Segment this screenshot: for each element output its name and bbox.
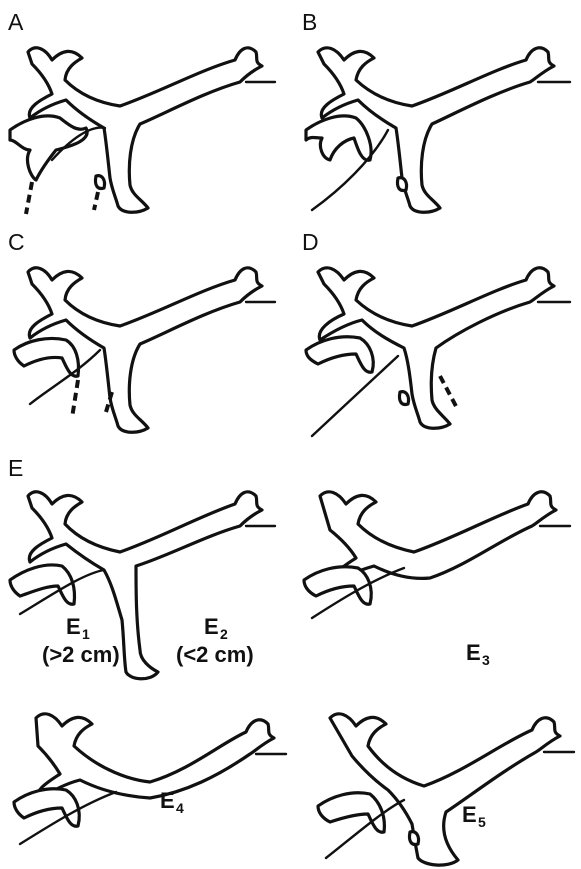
variant-label-e1: E: [66, 614, 81, 639]
panel-e3: E 3: [304, 492, 570, 668]
vessel-tree-e5: [318, 714, 574, 865]
vessel-tree-d: [306, 268, 570, 436]
variant-label-e3: E: [466, 640, 481, 665]
panel-a: A: [8, 9, 275, 214]
variant-sub-e5: 5: [478, 814, 486, 830]
panel-label-c: C: [8, 229, 25, 255]
vessel-tree-a: [10, 48, 275, 214]
variant-note-e2: (<2 cm): [176, 642, 254, 667]
panel-e5: E 5: [318, 714, 574, 865]
panel-e: E E 1 (>2 cm) E 2 (<2 cm): [8, 455, 275, 679]
panel-c: C: [8, 229, 275, 432]
panel-d: D: [302, 229, 570, 436]
variant-sub-e3: 3: [482, 652, 490, 668]
panel-label-b: B: [302, 9, 317, 35]
panel-label-d: D: [302, 229, 319, 255]
vessel-tree-e4: [14, 714, 286, 844]
variant-sub-e2: 2: [220, 626, 228, 642]
panel-label-e: E: [8, 455, 23, 481]
panel-b: B: [302, 9, 570, 212]
panel-e4: E 4: [14, 714, 286, 844]
variant-label-e2: E: [204, 614, 219, 639]
panel-label-a: A: [8, 9, 24, 35]
vessel-tree-b: [306, 48, 570, 212]
variant-note-e1: (>2 cm): [42, 642, 120, 667]
variant-label-e5: E: [462, 802, 477, 827]
vessel-tree-e3: [304, 492, 570, 618]
variant-sub-e1: 1: [82, 626, 90, 642]
vessel-tree-c: [14, 268, 275, 432]
variant-sub-e4: 4: [176, 800, 184, 816]
variant-label-e4: E: [160, 788, 175, 813]
